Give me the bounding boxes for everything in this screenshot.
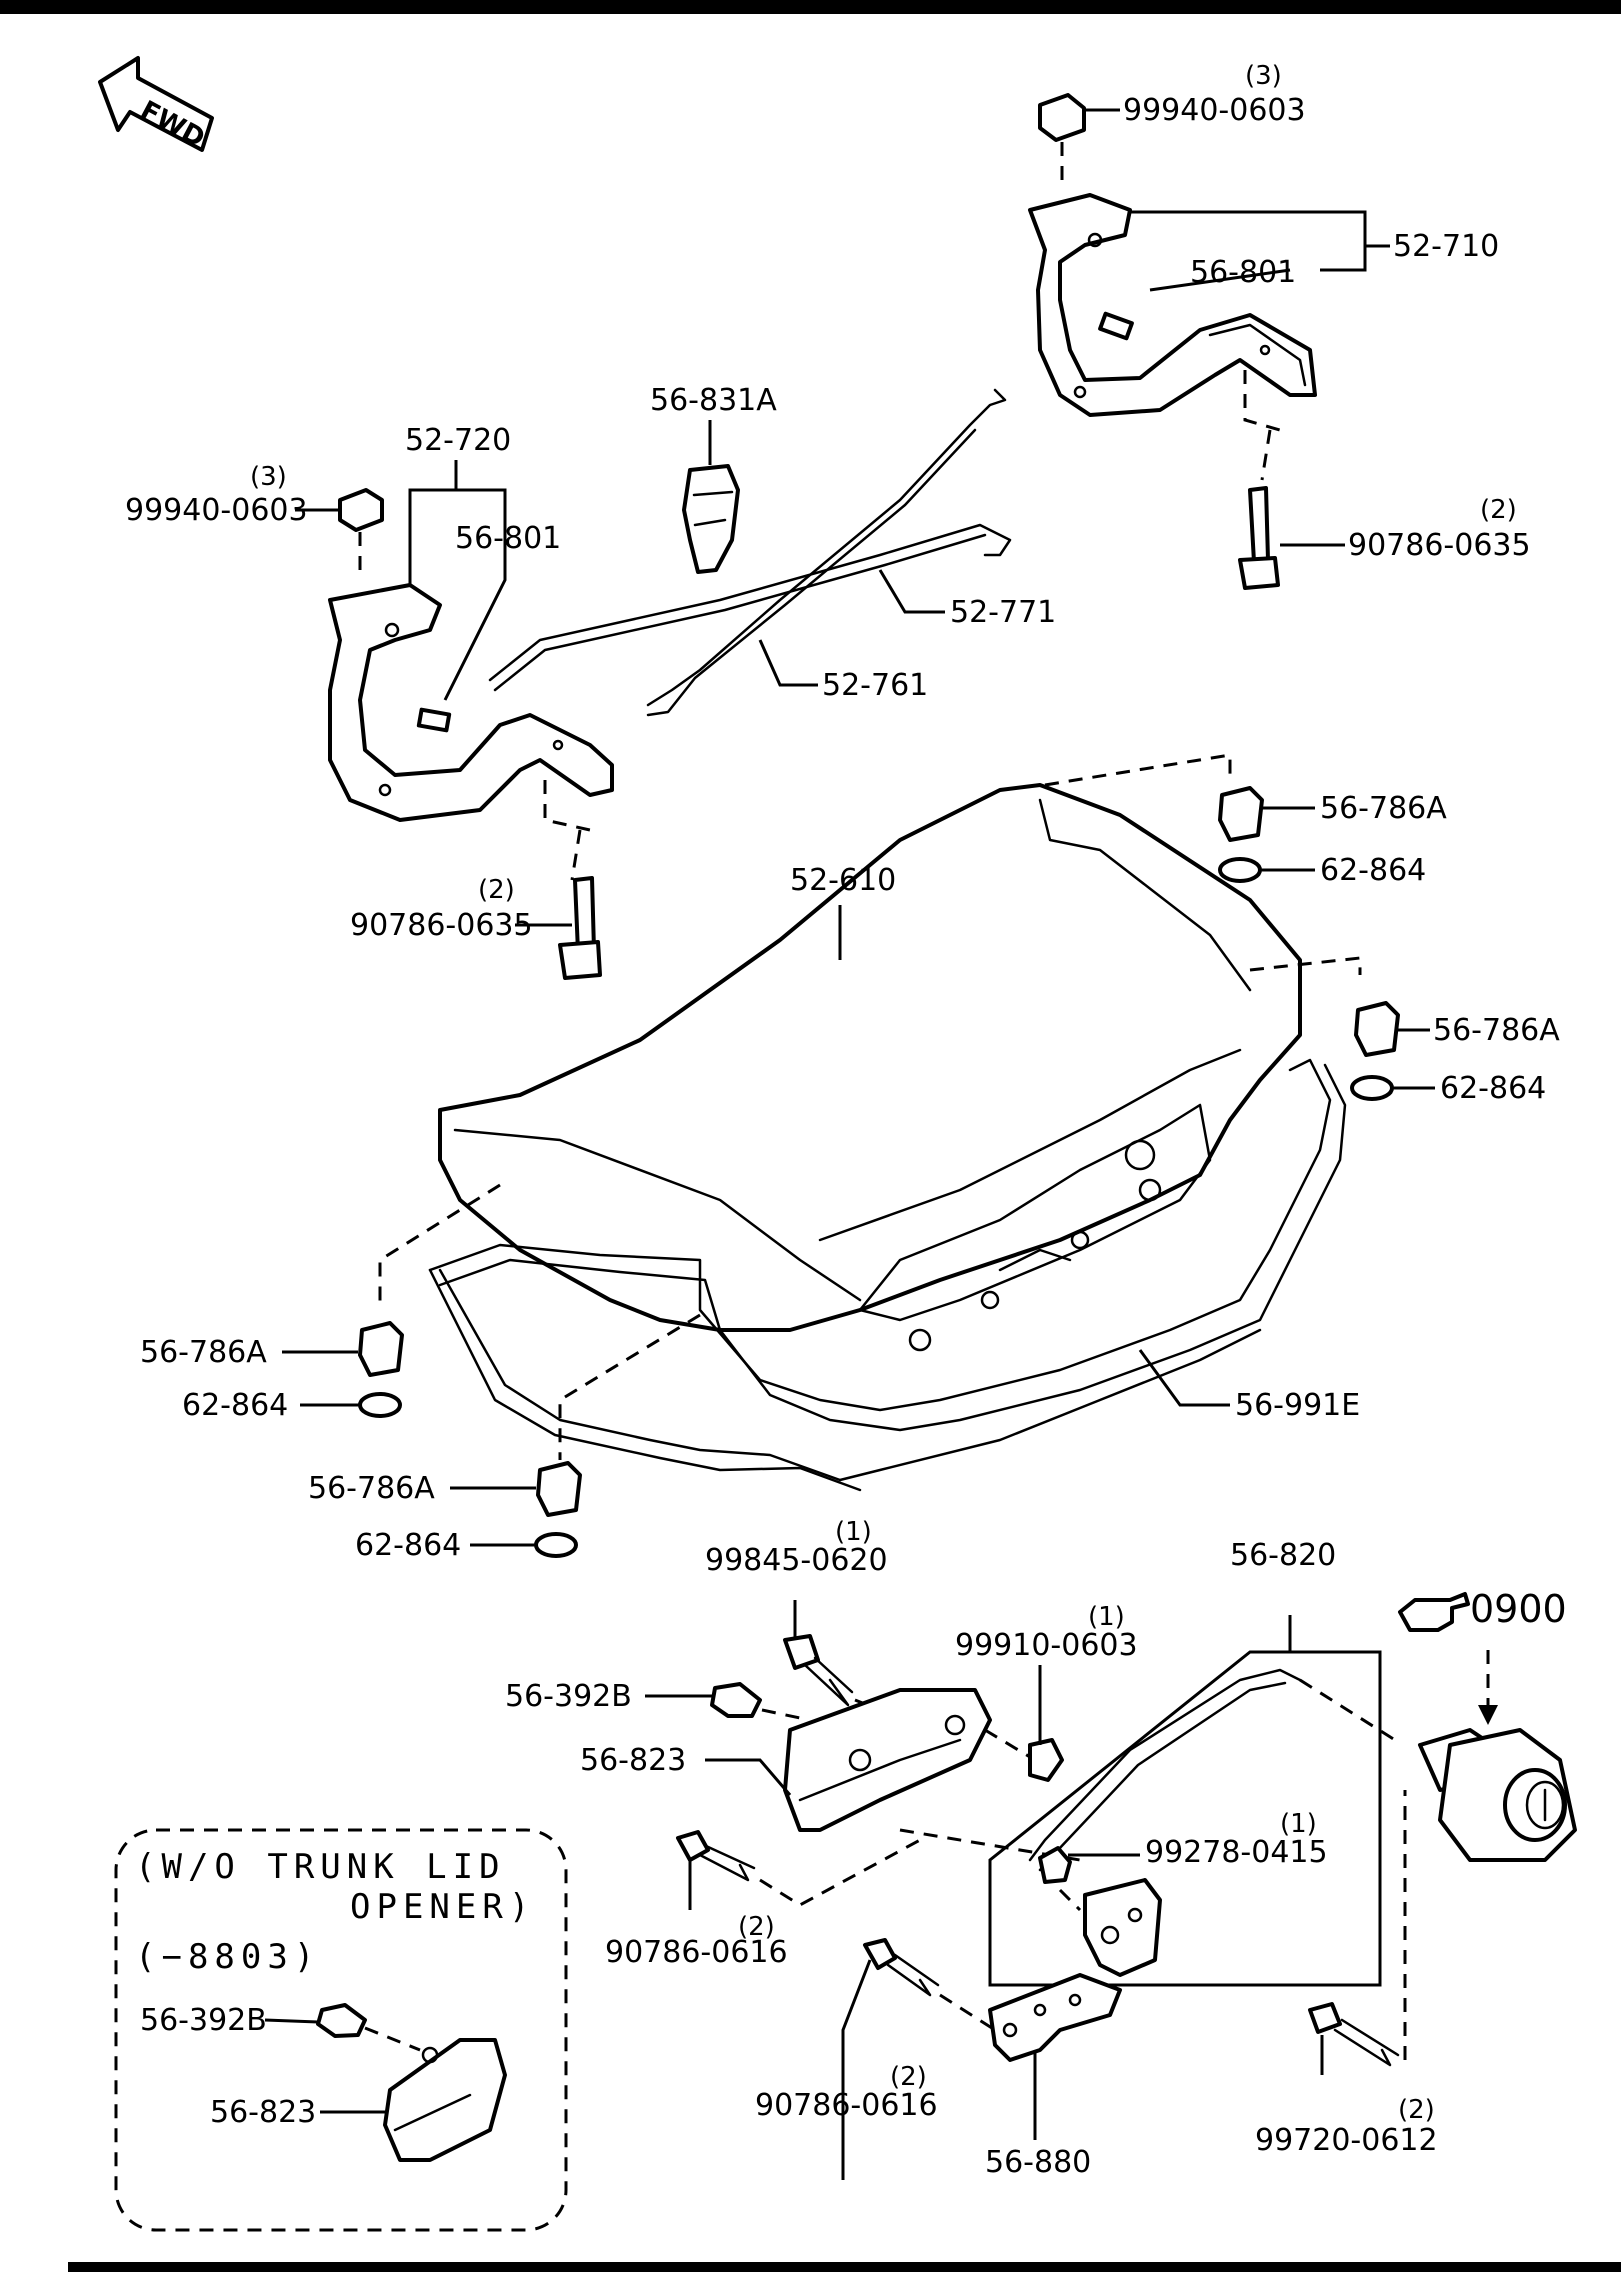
label-56-801-right: 56-801	[1190, 255, 1296, 290]
left-hinge	[328, 488, 614, 980]
label-90786-0616-b: 90786-0616	[755, 2088, 938, 2123]
qty-90786-0616-b: (2)	[890, 2062, 927, 2092]
label-62-864-1: 62-864	[1320, 853, 1426, 888]
bump-stop-4	[534, 1461, 582, 1558]
arrow-down-icon	[1478, 1705, 1498, 1725]
trunk-lid	[438, 753, 1362, 1352]
qty-90786-0616-a: (2)	[738, 1912, 775, 1942]
inset-part-a: 56-392B	[140, 2003, 267, 2038]
label-99940-right: 99940-0603	[1123, 93, 1306, 128]
inset-line2: OPENER)	[350, 1887, 535, 1927]
qty-99910: (1)	[1088, 1602, 1125, 1632]
bump-stop-2	[1350, 1001, 1400, 1101]
label-90786-0635-left: 90786-0635	[350, 908, 533, 943]
bump-stop-1	[1218, 786, 1264, 883]
inset-line1: (W/O TRUNK LID	[135, 1847, 506, 1887]
label-56-820: 56-820	[1230, 1538, 1336, 1573]
bottom-border	[68, 2262, 1621, 2272]
ref-0900: 0900	[1398, 1587, 1567, 1632]
label-62-864-4: 62-864	[355, 1528, 461, 1563]
inset-part-b: 56-823	[210, 2095, 316, 2130]
lock-56-880	[863, 1790, 1407, 2067]
label-56-801-left: 56-801	[455, 521, 561, 556]
label-56-786a-1: 56-786A	[1320, 791, 1447, 826]
latch-parts	[676, 1634, 1081, 1907]
label-52-720: 52-720	[405, 423, 511, 458]
label-62-864-2: 62-864	[1440, 1071, 1546, 1106]
label-99845: 99845-0620	[705, 1543, 888, 1578]
clip-56-831a	[682, 464, 740, 574]
label-52-771: 52-771	[950, 595, 1056, 630]
label-52-710: 52-710	[1393, 229, 1499, 264]
right-hinge	[1028, 93, 1317, 590]
qty-99720: (2)	[1398, 2095, 1435, 2125]
qty-90786-0635-right: (2)	[1480, 495, 1517, 525]
fwd-arrow-icon: FWD	[98, 56, 214, 154]
nut-99940-left	[338, 488, 384, 532]
label-99910: 99910-0603	[955, 1628, 1138, 1663]
label-56-786a-4: 56-786A	[308, 1471, 435, 1506]
qty-99940-left: (3)	[250, 462, 287, 492]
leader-lines	[282, 108, 1435, 2180]
label-56-392b: 56-392B	[505, 1679, 632, 1714]
qty-90786-0635-left: (2)	[478, 875, 515, 905]
rod-56-820	[988, 1650, 1396, 1987]
inset-box: (W/O TRUNK LID OPENER) (−8803) 56-392B 5…	[114, 1828, 568, 2232]
label-52-610: 52-610	[790, 863, 896, 898]
ref-code: 0900	[1470, 1587, 1567, 1631]
inset-line3: (−8803)	[135, 1937, 320, 1977]
pointing-hand-icon	[1398, 1592, 1470, 1632]
top-border	[0, 0, 1621, 14]
label-62-864-3: 62-864	[182, 1388, 288, 1423]
torsion-rods	[488, 388, 1012, 717]
label-56-880: 56-880	[985, 2145, 1091, 2180]
qty-99278: (1)	[1280, 1809, 1317, 1839]
label-52-761: 52-761	[822, 668, 928, 703]
nut-99940-right	[1038, 93, 1086, 142]
label-90786-0635-right: 90786-0635	[1348, 528, 1531, 563]
part-labels: (3) 99940-0603 52-710 56-801 (2) 90786-0…	[125, 61, 1560, 2180]
label-56-786a-3: 56-786A	[140, 1335, 267, 1370]
bump-stop-3	[358, 1321, 404, 1418]
weatherstrip	[378, 1058, 1347, 1492]
label-56-991e: 56-991E	[1235, 1388, 1360, 1423]
label-56-786a-2: 56-786A	[1433, 1013, 1560, 1048]
qty-99940-right: (3)	[1245, 61, 1282, 91]
key-cylinder	[1418, 1650, 1577, 1862]
label-90786-0616-a: 90786-0616	[605, 1935, 788, 1970]
qty-99845: (1)	[835, 1517, 872, 1547]
label-99940-left: 99940-0603	[125, 493, 308, 528]
label-99720: 99720-0612	[1255, 2123, 1438, 2158]
label-99278: 99278-0415	[1145, 1835, 1328, 1870]
label-56-831a: 56-831A	[650, 383, 777, 418]
label-56-823: 56-823	[580, 1743, 686, 1778]
